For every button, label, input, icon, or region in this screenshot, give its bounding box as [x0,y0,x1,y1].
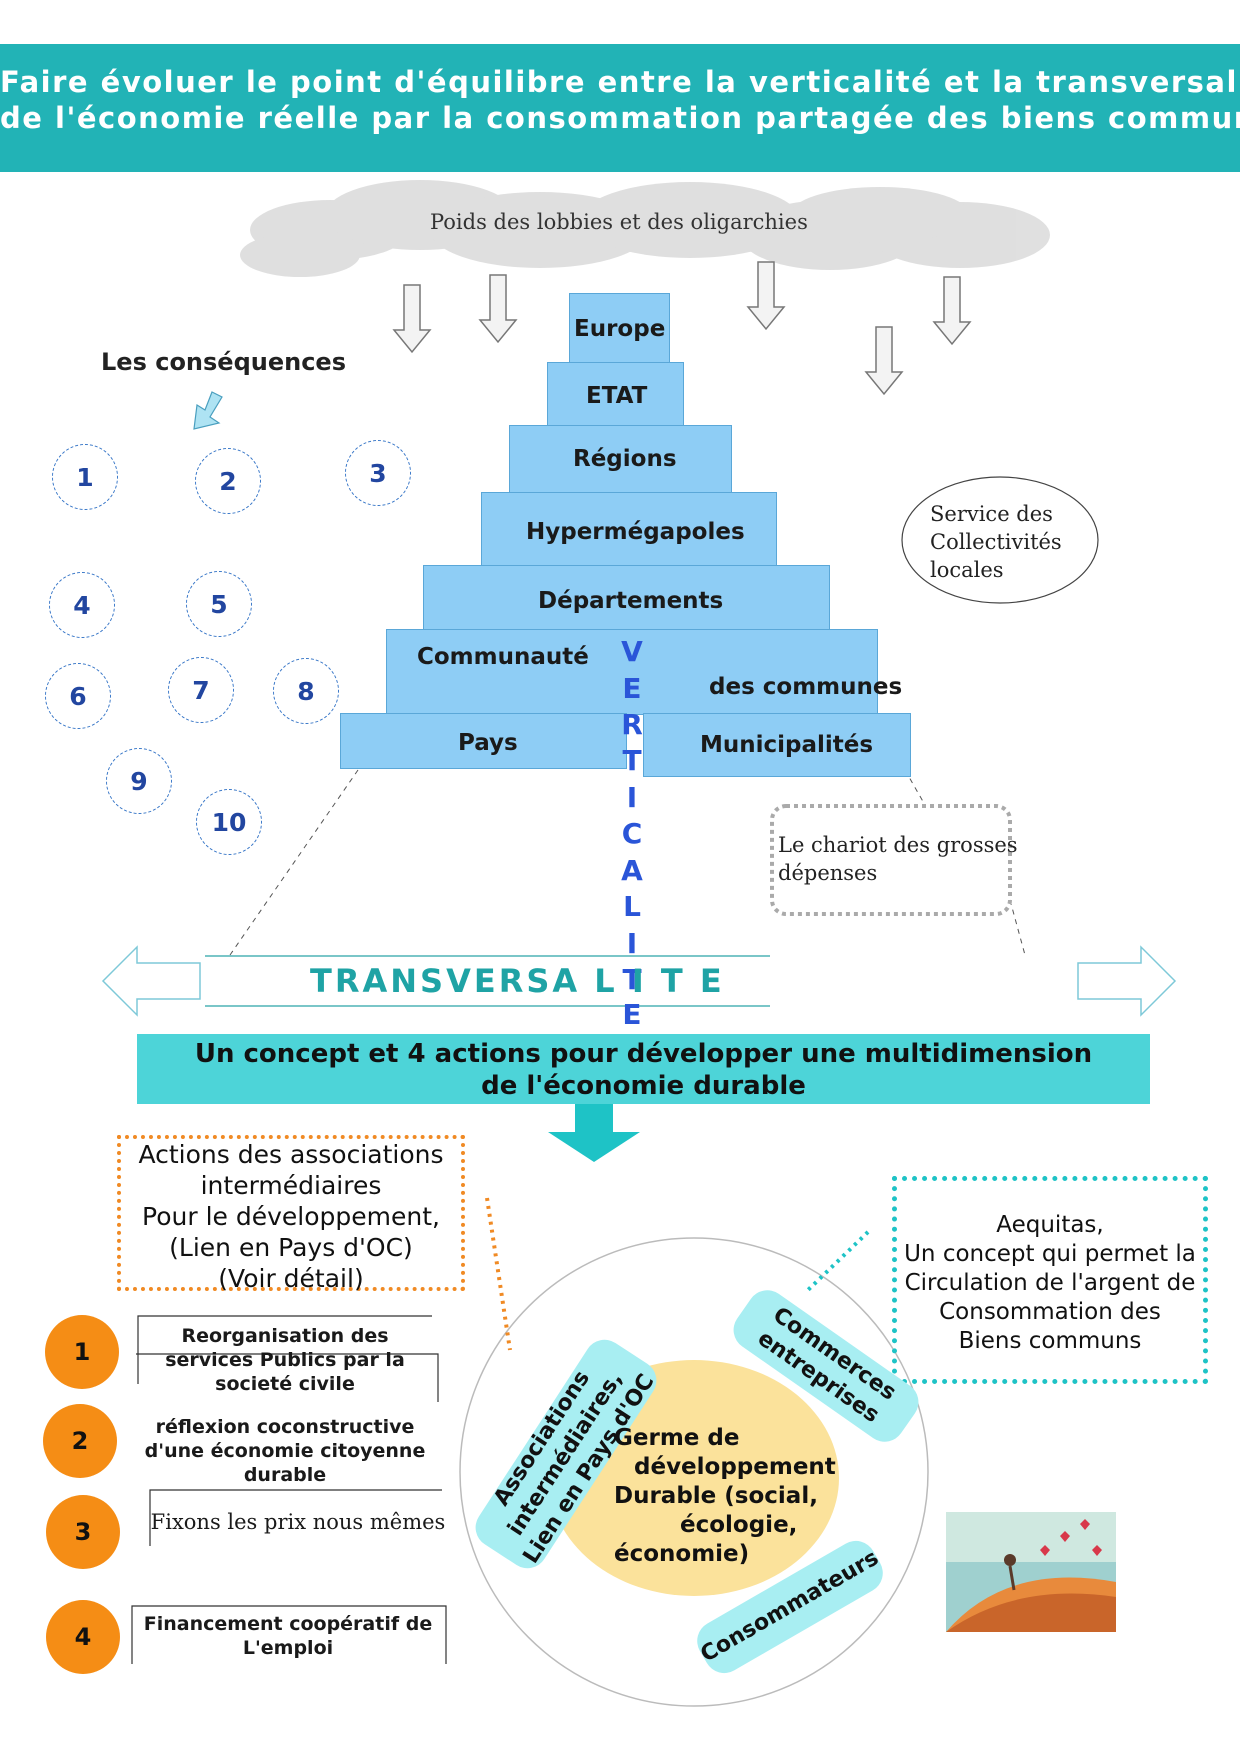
action-label-2: réflexion coconstructive d'une économie … [144,1416,426,1486]
concept-banner: Un concept et 4 actions pour développer … [137,1034,1150,1104]
consequences-arrow [193,391,223,430]
consequence-circle-9: 9 [106,748,172,814]
verticalite-letter: V [621,635,643,668]
left-arrow [101,945,201,1017]
action-borders [131,1315,447,1664]
verticalite-letter: T [622,963,642,996]
concept-line-1: Un concept et 4 actions pour développer … [194,1039,1093,1069]
title-line-2: de l'économie réelle par la consommation… [0,101,1240,135]
verticalite-letter: T [622,744,642,777]
associations-line-3: Pour le développement, [142,1202,440,1231]
pyramid-regions: Régions [509,425,732,493]
germe-line-3: Durable (social, [614,1483,818,1509]
associations-line-1: Actions des associations [138,1140,444,1169]
pyramid-municipalites-label: Municipalités [700,732,874,758]
concept-line-2: de l'économie durable [481,1071,806,1101]
action-number-2: 2 [43,1404,117,1478]
title-banner: Faire évoluer le point d'équilibre entre… [0,44,1240,172]
consequence-circle-1: 1 [52,444,118,510]
aequitas-connector [806,1230,870,1292]
verticalite-letter: E [622,672,642,705]
pyramid-departements: Départements [423,565,830,631]
germe-line-1: Germe de [614,1425,740,1451]
associations-line-2: intermédiaires [200,1171,382,1200]
pyramid-communaute-label: Communauté [417,644,589,670]
pyramid-hypermegapoles-label: Hypermégapoles [526,519,745,545]
verticalite-letter: R [621,708,643,741]
right-arrow [1077,945,1177,1017]
pyramid-communaute: Communauté des communes [386,629,902,715]
germe-line-5: économie) [614,1541,750,1567]
consequence-circle-10: 10 [196,789,262,855]
pyramid-hypermegapoles: Hypermégapoles [481,492,777,566]
chariot-box [770,804,1012,916]
service-ellipse [901,476,1099,604]
pyramid-regions-label: Régions [573,446,677,472]
guide-lines [229,769,1026,956]
pyramid-departements-label: Départements [538,588,724,614]
associations-box: Actions des associations intermédiaires … [117,1135,465,1293]
verticalite-letter: L [623,890,641,923]
clouds [240,180,1050,277]
pyramid-pays-label: Pays [458,730,518,756]
pyramid-etat: ETAT [547,362,684,428]
pyramid-europe: Europe [569,293,670,366]
painting-image [946,1512,1116,1632]
transversalite-label: TRANSVERSA L I T E [310,962,725,1000]
clouds-caption: Poids des lobbies et des oligarchies [430,210,808,234]
verticalite-letter: A [621,854,643,887]
aequitas-box: Aequitas, Un concept qui permet la Circu… [892,1176,1208,1384]
pyramid-etat-label: ETAT [586,383,648,409]
pyramid-europe-label: Europe [574,316,666,342]
aequitas-line-2: Un concept qui permet la [904,1241,1196,1267]
germe-text: Germe de développement Durable (social, … [610,1424,850,1569]
aequitas-line-4: Consommation des [939,1299,1161,1325]
associations-line-5: (Voir détail) [218,1264,364,1293]
assoc-connector [485,1197,512,1351]
verticalite-letter: C [621,817,643,850]
germe-line-4: écologie, [680,1512,798,1538]
action-label-3: Fixons les prix nous mêmes [150,1510,446,1534]
action-number-3: 3 [46,1495,120,1569]
consequence-circle-8: 8 [273,658,339,724]
chariot-text: Le chariot des grosses dépenses [778,833,1018,885]
pyramid-municipalites: Municipalités [643,713,911,777]
germe-line-2: développement [634,1454,836,1480]
transversalite-frame [205,955,770,1007]
verticalite-letter: I [626,781,638,814]
consequence-circle-7: 7 [168,657,234,723]
aequitas-line-1: Aequitas, [996,1212,1104,1238]
pyramid-des-communes-label: des communes [709,674,903,700]
action-number-4: 4 [46,1600,120,1674]
consequence-circle-2: 2 [195,448,261,514]
consequences-title: Les conséquences [101,348,346,376]
service-collectivites-text: Service des Collectivités locales [930,502,1062,582]
concept-down-arrow [548,1104,640,1162]
consequence-circle-3: 3 [345,440,411,506]
consequence-circle-5: 5 [186,571,252,637]
action-number-1: 1 [45,1315,119,1389]
pressure-arrows [392,261,972,396]
verticalite-letter: I [626,927,638,960]
pyramid-pays: Pays [340,713,627,769]
verticalite-letter: E [622,998,642,1031]
title-line-1: Faire évoluer le point d'équilibre entre… [0,65,1240,99]
consequence-circle-6: 6 [45,663,111,729]
action-label-1: Reorganisation des services Publics par … [165,1325,405,1395]
action-label-4: Financement coopératif de L'emploi [143,1613,433,1659]
aequitas-line-3: Circulation de l'argent de [904,1270,1196,1296]
consequence-circle-4: 4 [49,572,115,638]
associations-line-4: (Lien en Pays d'OC) [169,1233,413,1262]
aequitas-line-5: Biens communs [958,1328,1142,1354]
